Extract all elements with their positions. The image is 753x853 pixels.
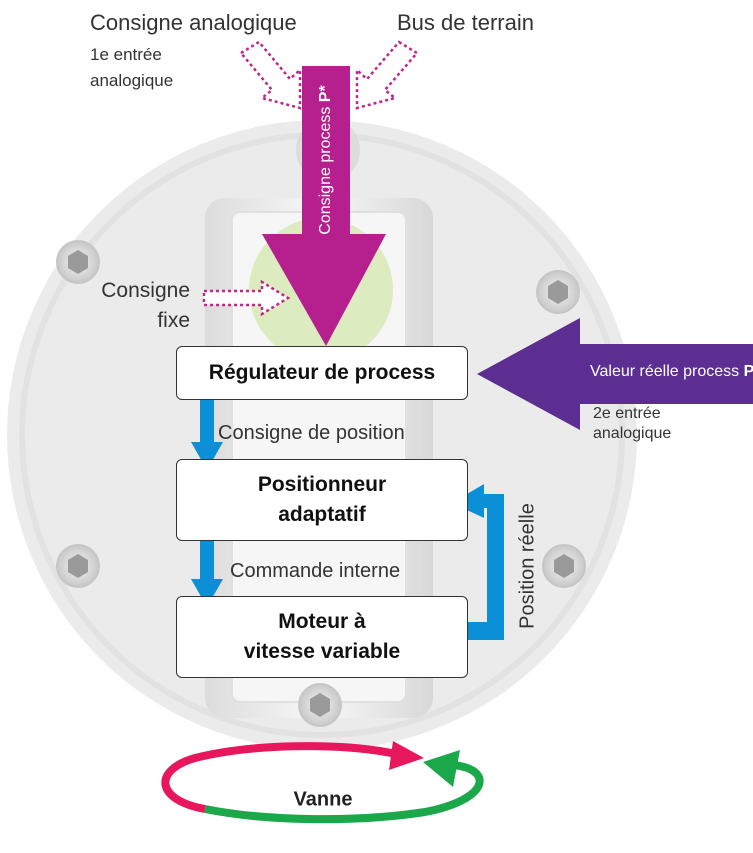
variable-speed-motor-label: Moteur à vitesse variable (243, 609, 401, 663)
label-analog-input-1: 1e entrée analogique (90, 45, 174, 90)
label-internal-command: Commande interne (230, 560, 401, 582)
label-process-setpoint: Consigne process P* (317, 85, 335, 234)
label-fieldbus: Bus de terrain (397, 10, 534, 35)
label-fixed-setpoint: Consigne fixe (101, 279, 190, 333)
process-setpoint-text: Consigne process (316, 106, 334, 235)
label-analog-input-2: 2e entrée analogique (593, 405, 672, 442)
label-actual-process-value: Valeur réelle process P (590, 363, 753, 381)
screw-left-lower (56, 544, 100, 588)
valve-loop-red (161, 742, 397, 813)
screw-bottom (298, 683, 342, 727)
internal-command-arrow (191, 532, 223, 607)
screw-right-lower (542, 544, 586, 588)
block-adaptive-positioner: Positionneur adaptatif (176, 459, 468, 541)
actual-process-value-arrow (477, 318, 753, 430)
feedback-arrow-head (455, 484, 484, 518)
fieldbus-dashed-arrow (355, 40, 419, 110)
block-variable-speed-motor: Moteur à vitesse variable (176, 596, 468, 678)
screw-left-upper (56, 240, 100, 284)
screw-right-upper (536, 270, 580, 314)
analog-setpoint-dashed-arrow (239, 40, 302, 110)
adaptive-positioner-label: Positionneur adaptatif (257, 472, 387, 526)
valve-loop-green (204, 761, 484, 824)
actual-process-value-symbol: P (743, 363, 753, 380)
actual-process-value-text: Valeur réelle process (590, 363, 740, 380)
valve-label: Vanne (293, 788, 353, 811)
position-setpoint-arrow (191, 398, 223, 470)
valve-green-arrowhead (423, 750, 460, 787)
label-analog-setpoint: Consigne analogique (90, 10, 297, 35)
process-controller-label: Régulateur de process (208, 360, 436, 384)
label-position-setpoint: Consigne de position (218, 422, 405, 444)
label-actual-position: Position réelle (516, 503, 539, 629)
block-process-controller: Régulateur de process (176, 346, 468, 400)
fixed-setpoint-dashed-arrow (202, 279, 291, 317)
process-setpoint-symbol: P* (316, 85, 334, 103)
process-setpoint-arrow (262, 66, 386, 346)
feedback-arrow-body (466, 494, 504, 640)
valve-red-arrowhead (389, 741, 424, 770)
